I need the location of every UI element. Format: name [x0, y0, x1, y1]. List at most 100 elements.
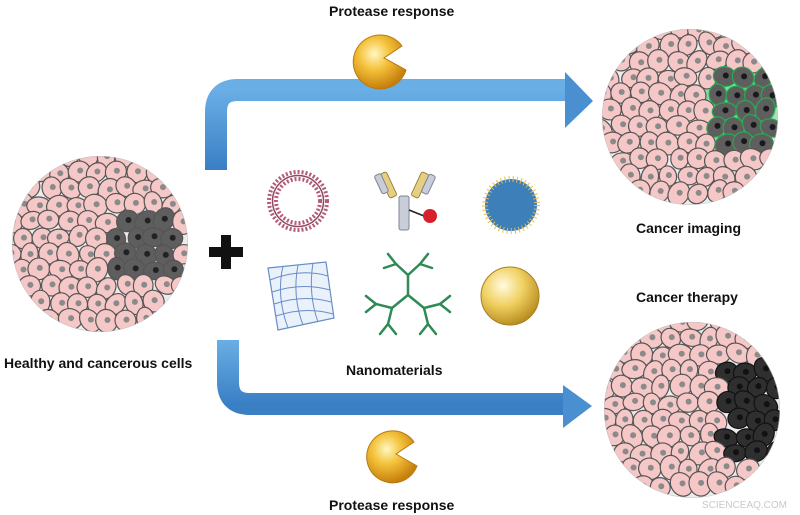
cell-nucleus [123, 316, 130, 323]
cell-nucleus [714, 417, 721, 424]
cell-nucleus [706, 39, 713, 46]
cell-nucleus [733, 449, 739, 456]
cell-nucleus [87, 183, 93, 190]
cell-nucleus [613, 365, 620, 372]
cell-nucleus [732, 156, 739, 163]
cell-nucleus [75, 300, 82, 307]
cell-nucleus [712, 29, 719, 31]
cell-nucleus [657, 29, 664, 32]
cell-nucleus [104, 284, 111, 291]
cell-nucleus [181, 250, 188, 257]
cell-nucleus [754, 447, 761, 454]
cancer-imaging-label: Cancer imaging [636, 220, 742, 236]
cell-nucleus [665, 172, 672, 179]
cell-nucleus [741, 39, 748, 46]
cell-nucleus [745, 434, 752, 440]
cell-nucleus [648, 139, 655, 146]
cell-nucleus [68, 283, 75, 290]
cell-nucleus [114, 235, 121, 241]
cell-nucleus [763, 401, 770, 408]
cell-nucleus [651, 432, 658, 439]
cell-nucleus [144, 217, 151, 224]
cell-nucleus [160, 184, 166, 191]
cell-nucleus [716, 350, 723, 357]
cell-nucleus [763, 365, 770, 372]
arrow-to-imaging [205, 72, 593, 170]
cell-nucleus [769, 124, 776, 130]
cell-nucleus [763, 105, 770, 112]
cell-nucleus [685, 40, 692, 47]
graphene-sheet-icon [267, 261, 335, 331]
cell-nucleus [677, 29, 684, 30]
cell-nucleus [714, 447, 721, 454]
cell-nucleus [649, 334, 656, 341]
cell-nucleus [610, 138, 617, 145]
cell-nucleus [769, 92, 776, 99]
cell-nucleus [678, 417, 685, 424]
cell-nucleus [67, 156, 73, 159]
cell-nucleus [113, 167, 120, 174]
cell-nucleus [705, 74, 712, 81]
cell-nucleus [105, 219, 111, 225]
cell-nucleus [736, 349, 742, 356]
cell-nucleus [114, 199, 121, 206]
cell-nucleus [658, 483, 665, 490]
cancer-therapy-cell-cluster [604, 322, 780, 498]
cell-nucleus [741, 73, 748, 80]
cell-nucleus [132, 199, 139, 206]
cell-nucleus [141, 281, 148, 288]
cell-nucleus [715, 186, 722, 193]
cell-nucleus [56, 233, 63, 240]
cell-nucleus [135, 234, 142, 240]
cell-nucleus [602, 125, 605, 131]
cell-nucleus [686, 171, 693, 178]
cell-nucleus [37, 202, 43, 209]
cell-nucleus [651, 368, 658, 375]
cell-nucleus [46, 315, 53, 322]
cell-nucleus [667, 401, 674, 408]
cell-nucleus [12, 249, 15, 256]
cell-nucleus [49, 281, 56, 288]
cell-nucleus [725, 140, 732, 147]
cell-nucleus [59, 299, 66, 306]
cell-nucleus [179, 282, 186, 288]
cell-nucleus [131, 298, 138, 305]
cell-nucleus [106, 186, 113, 193]
cell-nucleus [715, 56, 722, 63]
cell-nucleus [78, 265, 85, 272]
cell-nucleus [693, 91, 700, 98]
cell-nucleus [695, 322, 702, 323]
cell-nucleus [627, 171, 634, 178]
cell-nucleus [715, 90, 722, 97]
cell-nucleus [658, 382, 665, 389]
cell-nucleus [677, 91, 684, 97]
healthy-and-cancerous-cell-cluster [12, 156, 188, 332]
cell-nucleus [755, 417, 761, 424]
cell-nucleus [743, 334, 750, 341]
cell-nucleus [666, 432, 673, 439]
cell-nucleus [698, 479, 705, 486]
cell-nucleus [103, 250, 110, 257]
cell-nucleus [722, 107, 729, 114]
cell-nucleus [668, 106, 674, 113]
cell-nucleus [645, 74, 652, 81]
cell-nucleus [612, 431, 619, 438]
cell-nucleus [94, 168, 101, 175]
cell-nucleus [697, 416, 704, 423]
cell-nucleus [714, 383, 721, 390]
cell-nucleus [95, 300, 102, 307]
cell-nucleus [124, 182, 131, 189]
cell-nucleus [731, 124, 738, 131]
cell-nucleus [725, 332, 732, 339]
cell-nucleus [702, 107, 709, 114]
cell-nucleus [668, 41, 675, 47]
cell-nucleus [660, 415, 667, 422]
cell-nucleus [723, 43, 729, 49]
cell-nucleus [678, 448, 684, 454]
cell-nucleus [655, 123, 662, 130]
cell-nucleus [746, 465, 752, 472]
cell-nucleus [38, 298, 45, 305]
cell-nucleus [87, 316, 94, 323]
cell-nucleus [104, 156, 111, 160]
cell-nucleus [703, 173, 710, 179]
